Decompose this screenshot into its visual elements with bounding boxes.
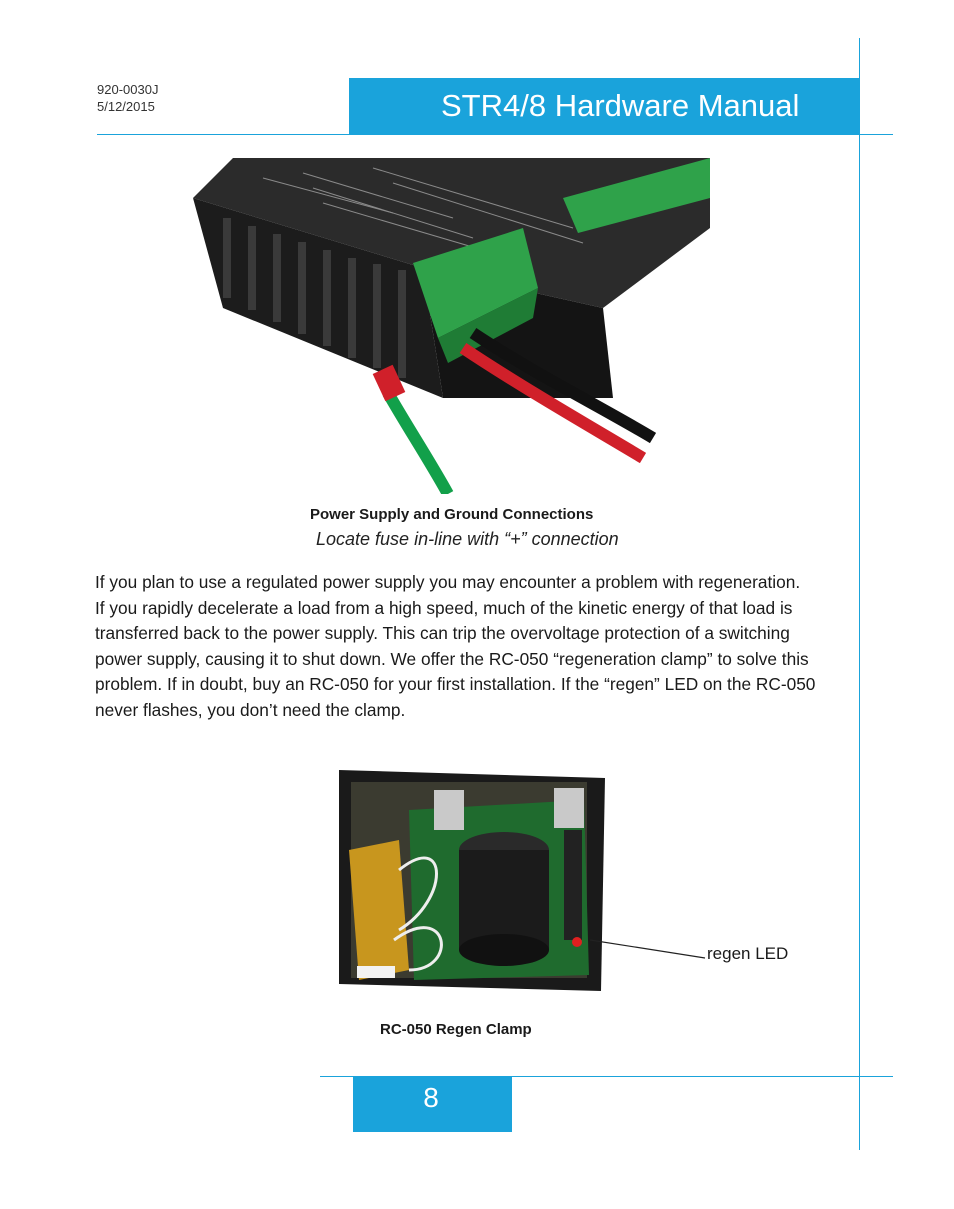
- figure1-caption-note: Locate fuse in-line with “+” connection: [316, 529, 619, 549]
- regen-clamp-photo: [339, 770, 605, 991]
- page-title: STR4/8 Hardware Manual: [441, 88, 800, 123]
- figure1-caption-title: Power Supply and Ground Connections: [310, 506, 594, 523]
- right-rule: [859, 38, 860, 1150]
- doc-number: 920-0030J: [97, 82, 159, 97]
- drive-power-connector-photo: [193, 158, 710, 494]
- callout-leader-line: [590, 939, 706, 959]
- title-bar: [349, 78, 859, 134]
- footer-rule: [320, 1076, 893, 1077]
- page-number-box: [353, 1077, 512, 1132]
- body-line: If you plan to use a regulated power sup…: [95, 572, 801, 592]
- regen-led-callout: regen LED: [707, 944, 789, 963]
- doc-meta: 920-0030J 5/12/2015: [97, 81, 158, 115]
- body-line: problem. If in doubt, buy an RC-050 for …: [95, 674, 816, 695]
- header-rule: [97, 134, 893, 135]
- body-line: power supply, causing it to shut down. W…: [95, 648, 809, 669]
- body-line: transferred back to the power supply. Th…: [95, 623, 790, 644]
- body-line: If you rapidly decelerate a load from a …: [95, 597, 793, 618]
- regen-led-icon: [572, 937, 582, 947]
- doc-date: 5/12/2015: [97, 99, 155, 114]
- page-number: 8: [423, 1082, 439, 1113]
- body-line: never flashes, you don’t need the clamp.: [95, 699, 406, 720]
- body-paragraph: If you plan to use a regulated power sup…: [95, 570, 835, 724]
- figure2-caption-title: RC-050 Regen Clamp: [380, 1021, 532, 1038]
